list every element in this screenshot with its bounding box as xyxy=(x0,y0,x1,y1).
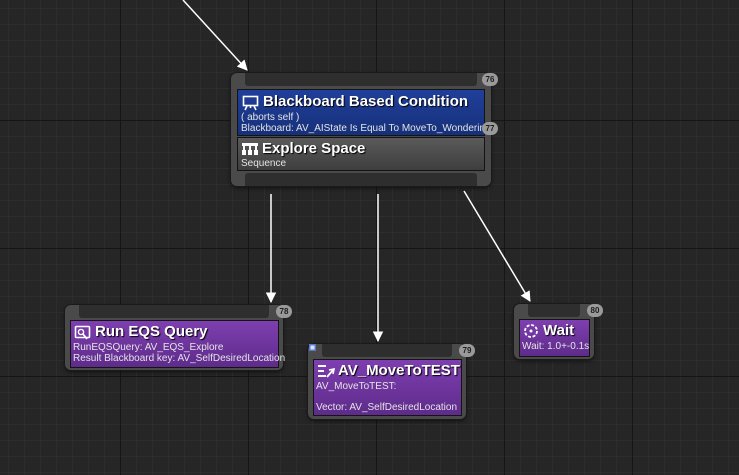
wire-to-wait xyxy=(463,190,531,302)
sequence-node[interactable]: 76 Blackboard Based Condition ( aborts s… xyxy=(231,73,498,186)
sequence-icon xyxy=(241,142,259,156)
execution-index-badge: 79 xyxy=(459,344,475,357)
decorator-aborts: ( aborts self ) xyxy=(241,112,300,123)
composite-type: Sequence xyxy=(241,158,287,169)
input-pin[interactable] xyxy=(322,344,452,357)
output-pin[interactable] xyxy=(245,173,477,186)
execution-index-badge: 80 xyxy=(587,304,603,317)
composite-title: Explore Space xyxy=(262,140,366,157)
blueprint-task-marker-icon xyxy=(309,344,316,351)
decorator-title: Blackboard Based Condition xyxy=(263,93,469,110)
decorator-blackboard-condition[interactable]: Blackboard Based Condition ( aborts self… xyxy=(237,89,491,136)
task-detail-line: AV_MoveToTEST: xyxy=(316,381,397,392)
task-detail-line: RunEQSQuery: AV_EQS_Explore xyxy=(73,342,224,353)
wait-icon xyxy=(523,323,539,339)
task-title: AV_MoveToTEST xyxy=(338,362,460,379)
execution-index-badge: 76 xyxy=(482,73,498,86)
decorator-detail: Blackboard: AV_AIState Is Equal To MoveT… xyxy=(241,123,491,134)
input-pin[interactable] xyxy=(528,304,580,317)
task-detail-line: Wait: 1.0+-0.1s xyxy=(522,341,590,352)
task-title: Run EQS Query xyxy=(95,323,208,340)
decorator-index-badge: 77 xyxy=(482,122,498,135)
wait-node[interactable]: 80 Wait Wait: 1.0+-0.1s xyxy=(514,304,603,359)
run-eqs-query-node[interactable]: 78 Run EQS Query RunEQSQuery: AV_EQS_Exp… xyxy=(65,305,292,370)
task-panel[interactable]: AV_MoveToTEST AV_MoveToTEST: Vector: AV_… xyxy=(313,359,462,416)
task-detail-line: Result Blackboard key: AV_SelfDesiredLoc… xyxy=(73,353,286,364)
task-panel[interactable]: Wait Wait: 1.0+-0.1s xyxy=(519,319,590,357)
blackboard-icon xyxy=(242,95,259,111)
execution-index-badge: 78 xyxy=(276,305,292,318)
move-to-test-node[interactable]: 79 AV_MoveToTEST AV_MoveToTEST: Vector: … xyxy=(308,344,475,419)
task-panel[interactable]: Run EQS Query RunEQSQuery: AV_EQS_Explor… xyxy=(70,320,285,368)
task-title: Wait xyxy=(543,322,575,339)
eqs-query-icon xyxy=(74,325,91,341)
move-to-task-icon xyxy=(317,364,335,379)
task-detail-line: Vector: AV_SelfDesiredLocation xyxy=(316,402,458,413)
input-pin[interactable] xyxy=(245,73,477,86)
wire-into-sequence xyxy=(182,0,248,71)
input-pin[interactable] xyxy=(79,305,269,318)
composite-explore-space[interactable]: Explore Space Sequence xyxy=(237,137,485,171)
